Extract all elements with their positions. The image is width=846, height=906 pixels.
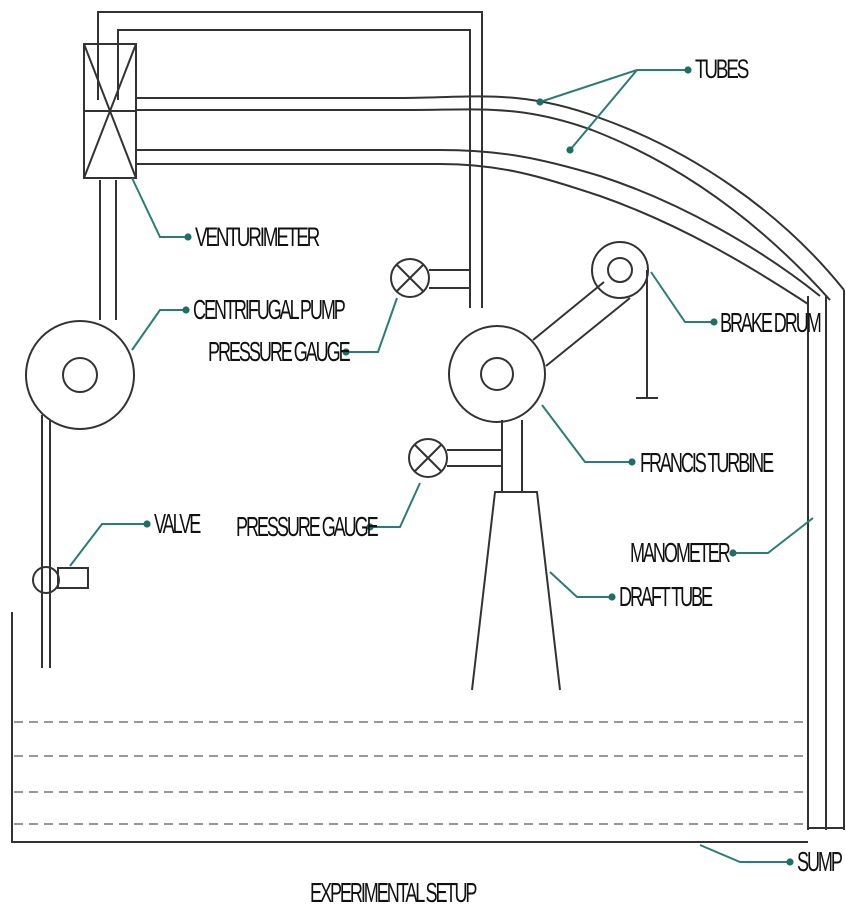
francis-turbine bbox=[448, 325, 546, 423]
manometer-tubes bbox=[136, 95, 845, 305]
label-sump: SUMP bbox=[797, 846, 843, 877]
label-pressure-gauge-upper: PRESSURE GAUGE bbox=[208, 336, 350, 367]
label-pressure-gauge-lower: PRESSURE GAUGE bbox=[236, 511, 378, 542]
centrifugal-pump bbox=[25, 320, 135, 430]
turbine-stem bbox=[501, 420, 523, 492]
leader-lines bbox=[69, 66, 814, 866]
suction-pipe bbox=[41, 415, 51, 668]
manometer bbox=[807, 290, 845, 830]
label-valve: VALVE bbox=[154, 508, 201, 539]
label-tubes: TUBES bbox=[695, 54, 749, 84]
brake-drum bbox=[591, 241, 658, 399]
label-centrifugal-pump: CENTRIFUGAL PUMP bbox=[193, 294, 346, 325]
label-venturimeter: VENTURIMETER bbox=[195, 222, 320, 252]
label-brake-drum: BRAKE DRUM bbox=[720, 307, 821, 338]
sump-tank bbox=[11, 612, 808, 843]
draft-tube bbox=[471, 491, 561, 691]
pressure-gauge-lower bbox=[408, 438, 502, 478]
label-manometer: MANOMETER bbox=[630, 537, 730, 568]
belt bbox=[532, 281, 631, 367]
return-pipe bbox=[97, 11, 483, 308]
diagram-title: EXPERIMENTAL SETUP bbox=[310, 877, 477, 906]
delivery-pipe bbox=[99, 180, 117, 320]
valve bbox=[32, 566, 89, 594]
venturimeter bbox=[83, 43, 137, 179]
pressure-gauge-upper bbox=[390, 258, 470, 298]
label-francis-turbine: FRANCIS TURBINE bbox=[640, 447, 774, 478]
label-draft-tube: DRAFT TUBE bbox=[619, 581, 713, 612]
